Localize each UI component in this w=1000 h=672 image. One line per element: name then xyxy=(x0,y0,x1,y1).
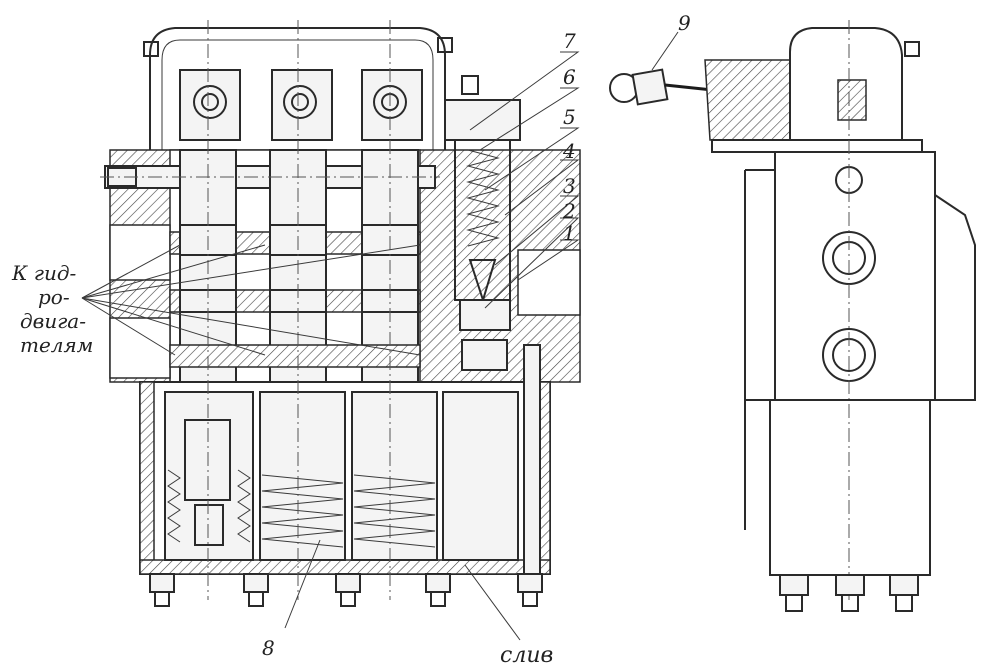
callout-5: 5 xyxy=(563,105,576,129)
callout-3: 3 xyxy=(563,174,576,198)
callout-1: 1 xyxy=(563,221,576,245)
port-leaders xyxy=(81,244,421,356)
side-label-line-3: двига- xyxy=(20,309,86,333)
drain-label: слив xyxy=(500,643,553,668)
callout-6: 6 xyxy=(563,65,576,89)
return-springs xyxy=(164,391,519,561)
relief-valve xyxy=(444,99,521,371)
callout-8: 8 xyxy=(262,636,275,660)
side-label-line-2: ро- xyxy=(38,285,70,309)
callout-9: 9 xyxy=(678,11,691,35)
lever-heads xyxy=(179,69,423,141)
bottom-bolts xyxy=(149,573,543,607)
side-label-line-1: К гид- xyxy=(11,261,77,285)
side-label-line-4: телям xyxy=(20,333,93,357)
callout-labels: 1 2 3 4 5 6 7 8 9 xyxy=(262,11,691,660)
side-label: К гид- ро- двига- телям xyxy=(11,261,93,357)
callout-7: 7 xyxy=(563,29,576,53)
sectional-view xyxy=(100,20,581,607)
side-view xyxy=(609,20,976,612)
callout-leaders xyxy=(284,31,679,641)
callout-4: 4 xyxy=(562,139,576,163)
callout-2: 2 xyxy=(562,199,576,223)
